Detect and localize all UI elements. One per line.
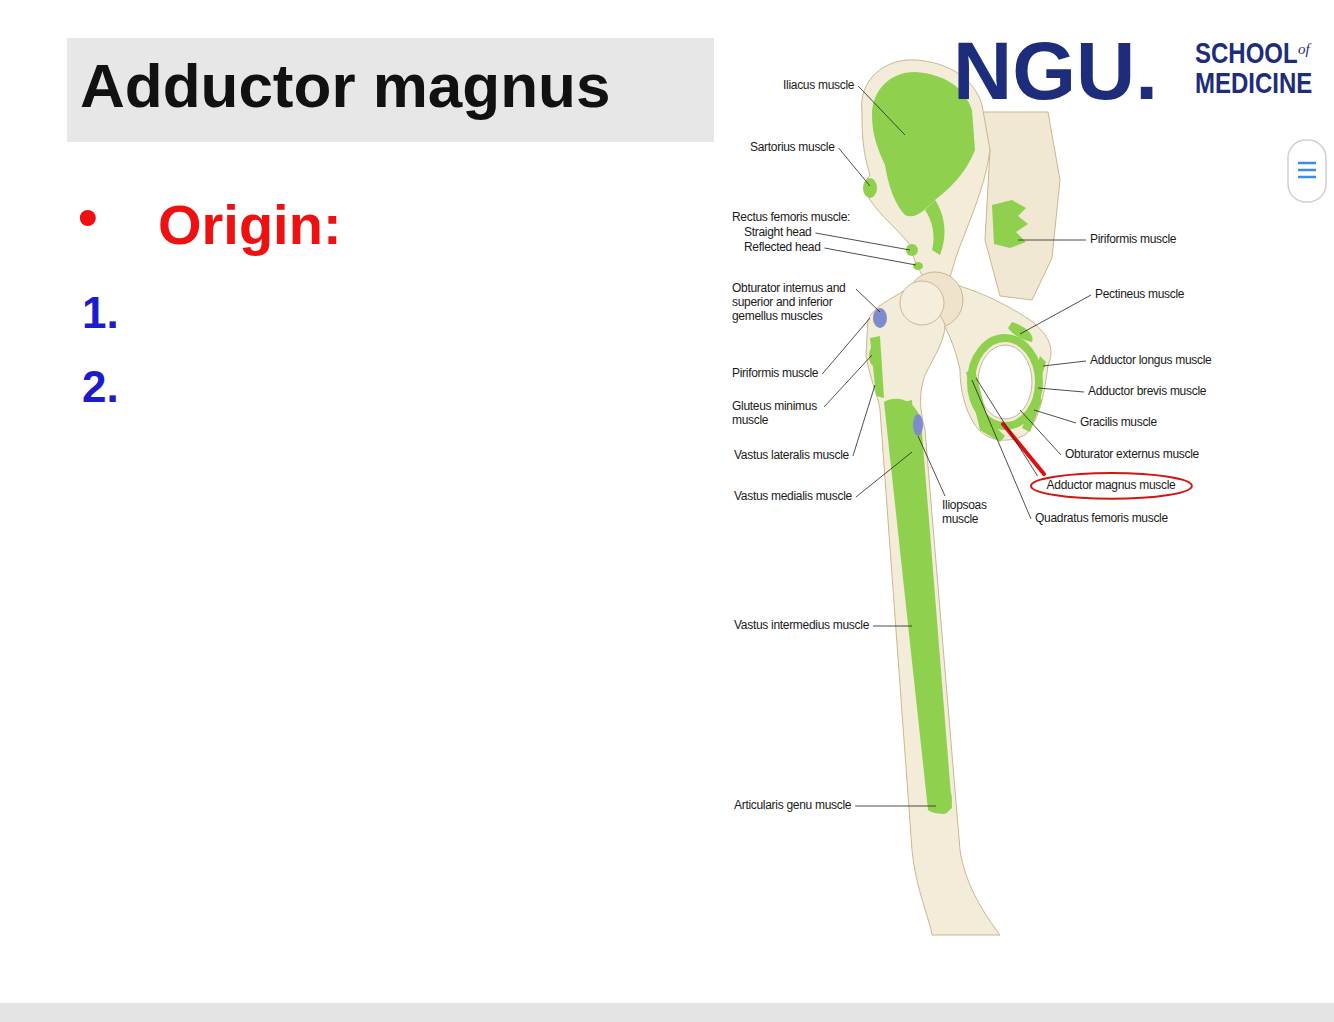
- part-label: Iliopsoas muscle: [942, 499, 1000, 527]
- gracilis-area: [1022, 395, 1042, 432]
- list-number: 1.: [82, 288, 119, 339]
- menu-icon: [1288, 140, 1326, 202]
- part-label: Piriformis muscle: [1090, 233, 1176, 247]
- iliopsoas-area: [913, 414, 923, 436]
- heading: Origin:: [158, 193, 342, 257]
- leader-line: [976, 378, 1038, 476]
- part-label: Vastus lateralis muscle: [734, 449, 849, 463]
- part-label: Piriformis muscle: [732, 367, 818, 381]
- circled-label: Adductor magnus muscle: [1030, 472, 1193, 500]
- leader-line: [856, 289, 880, 312]
- logo-text: SCHOOL: [1195, 38, 1298, 68]
- leader-line: [1043, 361, 1086, 366]
- part-label: Pectineus muscle: [1095, 288, 1184, 302]
- part-label: Articularis genu muscle: [734, 799, 851, 813]
- sartorius-area: [863, 178, 877, 198]
- femur: [866, 290, 1000, 935]
- part-label: Adductor magnus muscle: [1047, 479, 1176, 493]
- piriformis-area: [992, 200, 1028, 248]
- adductor-magnus-area: [966, 370, 1005, 442]
- logo-text: NGU.: [953, 30, 1158, 112]
- leader-line: [1018, 240, 1086, 241]
- part-label: Rectus femoris muscle:: [732, 211, 850, 225]
- logo-text: MEDICINE: [1195, 68, 1312, 98]
- leader-line: [839, 148, 870, 186]
- slide-title: Adductor magnus: [67, 38, 714, 120]
- part-label: Gluteus minimus muscle: [732, 400, 820, 428]
- gluteus-minimus-area: [869, 346, 879, 366]
- part-label: Obturator internus and superior and infe…: [732, 282, 852, 323]
- menu-icon: [1298, 162, 1316, 165]
- leader-line: [918, 436, 945, 496]
- list-number: 2.: [82, 362, 119, 413]
- part-label: Obturator externus muscle: [1065, 448, 1199, 462]
- part-label: Reflected head: [744, 241, 821, 255]
- menu-icon: [1298, 169, 1316, 172]
- leader-line: [1020, 410, 1061, 455]
- leader-line: [1038, 388, 1084, 392]
- leader-line: [853, 385, 875, 456]
- footer-band: [0, 1003, 1334, 1022]
- part-label: Sartorius muscle: [750, 141, 835, 155]
- title-band: Adductor magnus: [67, 38, 714, 142]
- leader-line: [816, 233, 911, 250]
- articularis-genu-area: [934, 786, 952, 814]
- obturator-internus-area: [873, 308, 887, 328]
- part-label: Adductor brevis muscle: [1088, 385, 1206, 399]
- vastus-lateralis-area: [870, 336, 884, 398]
- logo-text: of: [1298, 42, 1310, 57]
- iliacus-area: [925, 200, 945, 255]
- leader-line: [873, 626, 912, 627]
- leader-line: [822, 318, 870, 374]
- vastus-intermedius-area: [884, 399, 952, 814]
- obturator-foramen: [978, 345, 1032, 419]
- leader-line: [858, 86, 905, 135]
- part-label: Adductor longus muscle: [1090, 354, 1211, 368]
- part-label: Straight head: [744, 226, 812, 240]
- part-label: Quadratus femoris muscle: [1035, 512, 1168, 526]
- part-label: Gracilis muscle: [1080, 416, 1157, 430]
- rectus-area: [913, 262, 923, 270]
- leader-line: [1034, 410, 1076, 423]
- leader-line: [855, 806, 936, 807]
- leader-line: [1020, 295, 1091, 334]
- leader-line: [824, 355, 872, 407]
- menu-icon: [1298, 176, 1316, 179]
- part-label: Iliacus muscle: [783, 79, 854, 93]
- part-label: Vastus medialis muscle: [734, 490, 852, 504]
- leader-line: [856, 452, 912, 497]
- part-label: Vastus intermedius muscle: [734, 619, 869, 633]
- femoral-head: [900, 281, 944, 325]
- leader-line: [825, 248, 916, 265]
- highlight-ellipse: [1031, 473, 1192, 499]
- bullet: •: [78, 185, 98, 249]
